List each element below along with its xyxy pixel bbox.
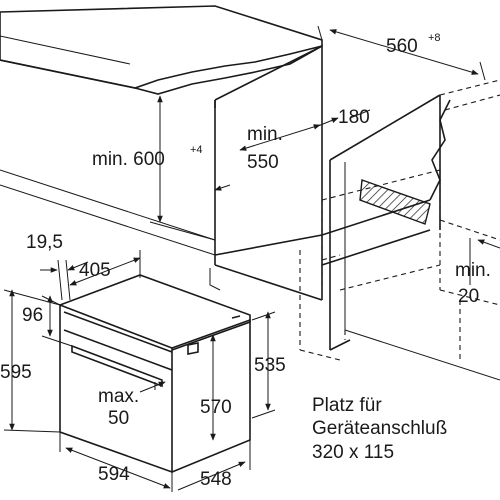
label-total-height: 595 <box>0 362 32 383</box>
label-rear-gap: 180 <box>338 107 370 128</box>
niche-right <box>299 79 500 381</box>
label-depth-line2: 550 <box>247 152 279 173</box>
label-handle-line2: 50 <box>108 408 129 429</box>
label-top-offset: 96 <box>22 305 43 326</box>
countertop <box>0 5 323 95</box>
dim-depth <box>239 124 321 151</box>
label-depth-line1: min. <box>247 124 283 145</box>
label-niche-width-tol: +8 <box>428 32 441 44</box>
label-panel-thickness: 19,5 <box>26 232 63 253</box>
label-body-width: 548 <box>200 469 232 490</box>
label-body-height: 535 <box>254 355 286 376</box>
label-niche-height-tol: +4 <box>190 144 203 156</box>
label-front-width: 594 <box>98 464 130 485</box>
label-right-min-line1: min. <box>455 260 491 281</box>
dim-body-width <box>177 461 246 491</box>
dim-right-gap <box>477 239 500 249</box>
oven <box>59 274 251 474</box>
cabinet-body <box>0 44 431 301</box>
dim-handle <box>139 381 166 393</box>
dim-niche-width <box>317 25 486 81</box>
dim-top-left <box>40 250 141 301</box>
note-line2: Geräteanschluß <box>312 418 447 439</box>
dim-rear-gap <box>317 117 339 127</box>
label-niche-width: 560 <box>386 36 418 57</box>
note-line3: 320 x 115 <box>312 442 394 463</box>
label-right-min-line2: 20 <box>458 286 479 307</box>
label-inner-height: 570 <box>200 397 232 418</box>
label-handle-line1: max. <box>98 386 139 407</box>
dim-front-width <box>65 447 171 489</box>
label-niche-height: min. 600 <box>92 149 165 170</box>
label-front-to-body: 405 <box>79 260 111 281</box>
note-line1: Platz für <box>312 395 382 416</box>
connection-area <box>359 179 431 225</box>
